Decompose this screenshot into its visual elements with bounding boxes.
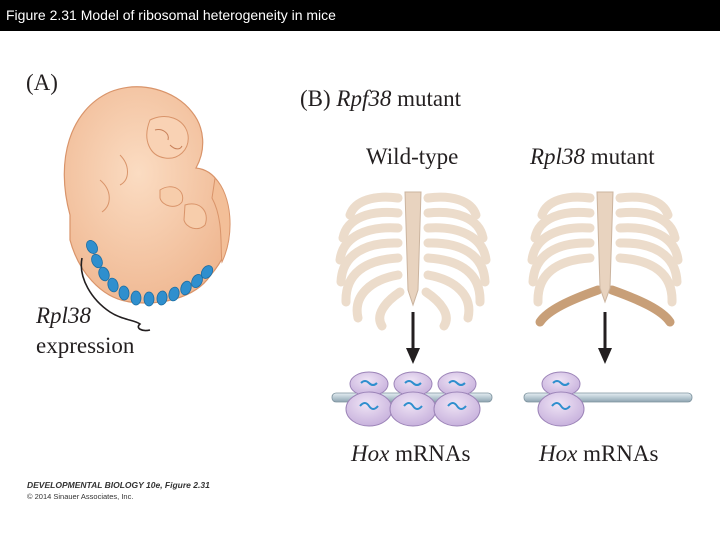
hox-label-mutant: Hox mRNAs bbox=[539, 441, 658, 467]
arrow-mutant bbox=[598, 312, 612, 364]
ribosomes-wildtype bbox=[345, 371, 481, 427]
ribosome bbox=[537, 371, 585, 427]
credit-title: DEVELOPMENTAL BIOLOGY 10e, Figure 2.31 bbox=[27, 480, 210, 490]
panel-b-suffix: mutant bbox=[391, 86, 462, 111]
hox-gene: Hox bbox=[539, 441, 578, 466]
panel-b-gene: Rpf38 bbox=[336, 86, 392, 111]
arrow-wildtype bbox=[406, 312, 420, 364]
ribosome bbox=[389, 371, 437, 427]
expression-brace bbox=[80, 257, 151, 332]
figure-title: Figure 2.31 Model of ribosomal heterogen… bbox=[6, 7, 336, 23]
expression-gene-label: Rpl38 bbox=[36, 303, 91, 328]
embryo-illustration bbox=[63, 86, 231, 332]
expression-label: expression bbox=[36, 333, 135, 358]
panel-a-label: (A) bbox=[26, 70, 58, 95]
panel-b-prefix: (B) bbox=[300, 86, 337, 111]
hox-suffix: mRNAs bbox=[389, 441, 471, 466]
mutant-label: Rpl38 mutant bbox=[530, 144, 655, 170]
ribosome bbox=[433, 371, 481, 427]
title-bar: Figure 2.31 Model of ribosomal heterogen… bbox=[0, 0, 720, 31]
ribosomes-mutant bbox=[537, 371, 585, 427]
mutant-suffix: mutant bbox=[584, 144, 655, 169]
mutant-ribcage bbox=[527, 191, 683, 327]
mutant-gene: Rpl38 bbox=[530, 144, 585, 169]
wildtype-ribcage bbox=[335, 191, 491, 331]
panel-b-label: (B) Rpf38 mutant bbox=[300, 86, 461, 112]
credit-copyright: © 2014 Sinauer Associates, Inc. bbox=[27, 492, 134, 501]
ribosome bbox=[345, 371, 393, 427]
hox-gene: Hox bbox=[351, 441, 390, 466]
expression-dots bbox=[86, 240, 214, 307]
wildtype-label: Wild-type bbox=[366, 144, 459, 169]
hox-suffix: mRNAs bbox=[577, 441, 659, 466]
hox-label-wildtype: Hox mRNAs bbox=[351, 441, 470, 467]
